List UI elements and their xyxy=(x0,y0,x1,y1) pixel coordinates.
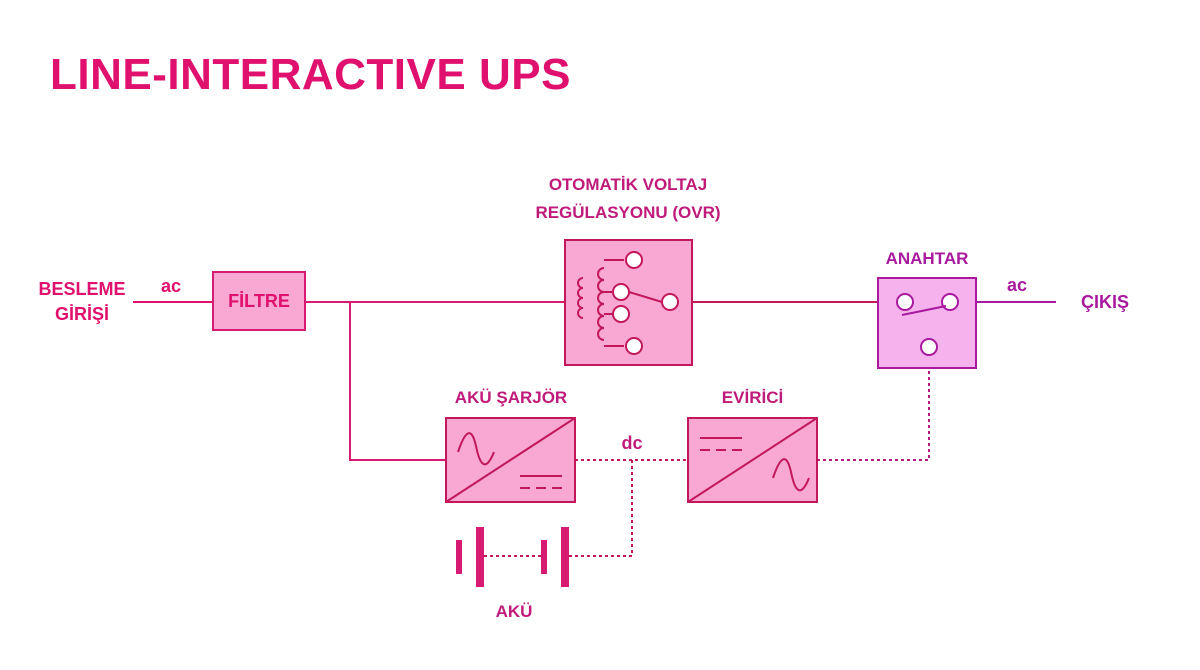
inverter-switch-line xyxy=(817,368,930,461)
ovr-output-contact xyxy=(661,293,679,311)
inverter-box xyxy=(687,417,818,503)
switch-contact-right xyxy=(941,293,959,311)
output-label: ÇIKIŞ xyxy=(1080,292,1129,312)
tap-selector-icon xyxy=(628,291,663,303)
tap-coil-icon xyxy=(597,267,605,341)
ovr-box xyxy=(564,239,693,366)
ac-wave-icon xyxy=(772,458,810,492)
battery-icon xyxy=(456,527,569,587)
transformer-coil-icon xyxy=(577,277,584,319)
filter-label: FİLTRE xyxy=(228,291,290,311)
inverter-label: EVİRİCİ xyxy=(721,388,784,407)
filter-box xyxy=(212,271,306,331)
tap-contact-1 xyxy=(625,251,643,269)
switch-lever-icon xyxy=(901,305,947,316)
battery-label: AKÜ xyxy=(495,602,533,621)
ac-wave-icon xyxy=(457,432,495,466)
switch-box xyxy=(877,277,977,369)
tap-contact-2 xyxy=(612,283,630,301)
page-title: LINE-INTERACTIVE UPS xyxy=(50,50,571,99)
charger-label: AKÜ ŞARJÖR xyxy=(454,388,568,407)
ovr-label-line2: REGÜLASYONU (OVR) xyxy=(535,203,721,222)
input-ac-label: ac xyxy=(160,276,182,296)
dc-label: dc xyxy=(621,433,643,453)
switch-label: ANAHTAR xyxy=(885,249,969,268)
input-label: BESLEME GİRİŞİ xyxy=(38,279,126,324)
charger-branch-line xyxy=(349,302,446,461)
charger-box xyxy=(445,417,576,503)
switch-contact-bottom xyxy=(920,338,938,356)
tap-contact-3 xyxy=(612,305,630,323)
switch-contact-left xyxy=(896,293,914,311)
tap-contact-4 xyxy=(625,337,643,355)
ovr-label-line1: OTOMATİK VOLTAJ xyxy=(548,175,708,194)
dc-line-battery xyxy=(566,460,633,557)
output-ac-label: ac xyxy=(1006,275,1028,295)
